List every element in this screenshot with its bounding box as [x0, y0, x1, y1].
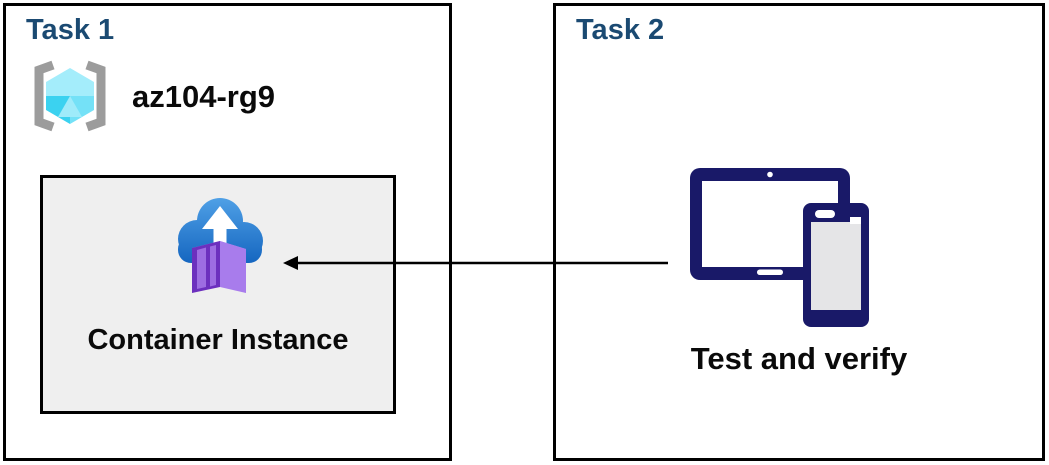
devices-icon [690, 168, 869, 327]
test-and-verify-label: Test and verify [690, 341, 908, 376]
container-instance-box: Container Instance [40, 175, 396, 414]
resource-group: az104-rg9 [26, 58, 275, 134]
container-instance-label: Container Instance [87, 324, 349, 356]
task1-box: Task 1 az104-rg9 [3, 3, 452, 461]
container-instance-icon [178, 198, 263, 293]
resource-group-icon [34, 60, 106, 132]
resource-group-label: az104-rg9 [132, 78, 276, 114]
task1-title: Task 1 [26, 14, 115, 46]
task2-box: Task 2 Test and verify [553, 3, 1045, 461]
task2-title: Task 2 [576, 14, 665, 46]
